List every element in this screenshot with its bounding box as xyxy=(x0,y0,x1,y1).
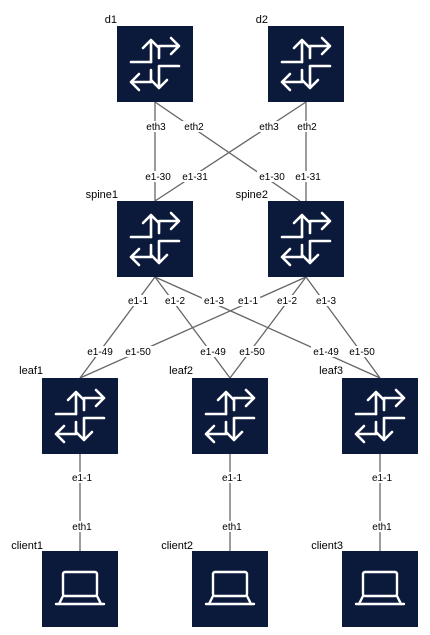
node-label-leaf1: leaf1 xyxy=(19,365,43,377)
port-label-bg xyxy=(143,121,169,132)
port-label-client1-eth1: eth1 xyxy=(72,522,92,533)
link-d2-spine1 xyxy=(154,101,307,202)
port-label-bg xyxy=(369,521,395,532)
port-label-bg xyxy=(311,346,341,357)
port-label-spine2-e1-3: e1-3 xyxy=(316,296,336,307)
port-label-d2-eth2: eth2 xyxy=(297,122,317,133)
port-label-bg xyxy=(181,121,207,132)
port-label-leaf3-e1-1: e1-1 xyxy=(372,473,392,484)
port-label-leaf2-e1-50: e1-50 xyxy=(239,347,265,358)
port-label-leaf2-e1-49: e1-49 xyxy=(200,347,226,358)
port-label-leaf1-e1-1: e1-1 xyxy=(72,473,92,484)
node-box-leaf3[interactable] xyxy=(342,378,418,454)
port-label-bg xyxy=(293,171,323,182)
port-label-leaf1-e1-50: e1-50 xyxy=(125,347,151,358)
node-box-spine1[interactable] xyxy=(117,201,193,277)
links-layer xyxy=(79,101,381,551)
port-label-bg xyxy=(125,295,151,306)
node-box-client2[interactable] xyxy=(192,551,268,627)
port-label-spine1-e1-31: e1-31 xyxy=(182,172,208,183)
port-label-bg xyxy=(235,295,261,306)
node-client2[interactable]: client2 xyxy=(161,540,268,627)
port-label-bg xyxy=(219,521,245,532)
port-label-bg xyxy=(69,472,95,483)
node-d2[interactable]: d2 xyxy=(256,14,344,102)
link-spine2-leaf2 xyxy=(229,276,307,379)
node-label-spine1: spine1 xyxy=(86,189,118,201)
link-d1-spine1 xyxy=(154,101,301,202)
port-label-spine2-e1-31: e1-31 xyxy=(295,172,321,183)
node-label-client2: client2 xyxy=(161,540,193,552)
port-label-spine1-e1-3: e1-3 xyxy=(204,296,224,307)
port-label-bg xyxy=(274,295,300,306)
port-label-client3-eth1: eth1 xyxy=(372,522,392,533)
port-label-bg xyxy=(256,121,282,132)
port-label-d2-eth3: eth3 xyxy=(259,122,279,133)
port-label-spine2-e1-30: e1-30 xyxy=(145,172,171,183)
port-label-leaf2-e1-1: e1-1 xyxy=(222,473,242,484)
node-box-d2[interactable] xyxy=(268,26,344,102)
node-label-leaf3: leaf3 xyxy=(319,365,343,377)
node-d1[interactable]: d1 xyxy=(105,14,193,102)
port-label-bg xyxy=(347,346,377,357)
node-label-client3: client3 xyxy=(311,540,343,552)
port-label-bg xyxy=(313,295,339,306)
node-box-leaf1[interactable] xyxy=(42,378,118,454)
node-box-leaf2[interactable] xyxy=(192,378,268,454)
port-label-spine2-e1-1: e1-1 xyxy=(238,296,258,307)
port-labels-layer: eth3 e1-30 eth2 e1-30 eth3 e1-31 eth2 e1-31 e1-1… xyxy=(69,121,395,533)
port-label-bg xyxy=(143,171,173,182)
node-leaf3[interactable]: leaf3 xyxy=(319,365,418,454)
node-client3[interactable]: client3 xyxy=(311,540,418,627)
port-label-bg xyxy=(180,171,210,182)
port-label-leaf1-e1-49: e1-49 xyxy=(87,347,113,358)
port-label-spine1-e1-2: e1-2 xyxy=(165,296,185,307)
port-label-bg xyxy=(162,295,188,306)
port-label-bg xyxy=(85,346,115,357)
port-label-bg xyxy=(69,521,95,532)
port-label-bg xyxy=(201,295,227,306)
node-label-d2: d2 xyxy=(256,14,268,26)
port-label-bg xyxy=(198,346,228,357)
port-label-spine1-e1-30: e1-30 xyxy=(259,172,285,183)
port-label-leaf3-e1-50: e1-50 xyxy=(349,347,375,358)
node-spine2[interactable]: spine2 xyxy=(236,189,344,277)
port-label-spine1-e1-1: e1-1 xyxy=(128,296,148,307)
node-leaf1[interactable]: leaf1 xyxy=(19,365,118,454)
port-label-spine2-e1-2: e1-2 xyxy=(277,296,297,307)
port-label-leaf3-e1-49: e1-49 xyxy=(313,347,339,358)
node-box-client1[interactable] xyxy=(42,551,118,627)
port-label-d1-eth2: eth2 xyxy=(184,122,204,133)
link-spine1-leaf1 xyxy=(79,276,156,379)
node-spine1[interactable]: spine1 xyxy=(86,189,193,277)
port-label-bg xyxy=(294,121,320,132)
node-leaf2[interactable]: leaf2 xyxy=(169,365,268,454)
port-label-bg xyxy=(123,346,153,357)
node-label-client1: client1 xyxy=(11,540,43,552)
node-label-d1: d1 xyxy=(105,14,117,26)
node-box-spine2[interactable] xyxy=(268,201,344,277)
node-box-d1[interactable] xyxy=(117,26,193,102)
link-spine2-leaf3 xyxy=(305,276,381,379)
port-label-bg xyxy=(257,171,287,182)
port-label-bg xyxy=(237,346,267,357)
node-label-leaf2: leaf2 xyxy=(169,365,193,377)
port-label-client2-eth1: eth1 xyxy=(222,522,242,533)
node-label-spine2: spine2 xyxy=(236,189,268,201)
port-label-bg xyxy=(219,472,245,483)
node-client1[interactable]: client1 xyxy=(11,540,118,627)
port-label-d1-eth3: eth3 xyxy=(146,122,166,133)
link-spine2-leaf1 xyxy=(79,276,307,379)
nodes-layer: d1 d2 spine1 spine2 leaf1 leaf2 leaf3 client1 cl… xyxy=(11,14,418,627)
node-box-client3[interactable] xyxy=(342,551,418,627)
port-label-bg xyxy=(369,472,395,483)
